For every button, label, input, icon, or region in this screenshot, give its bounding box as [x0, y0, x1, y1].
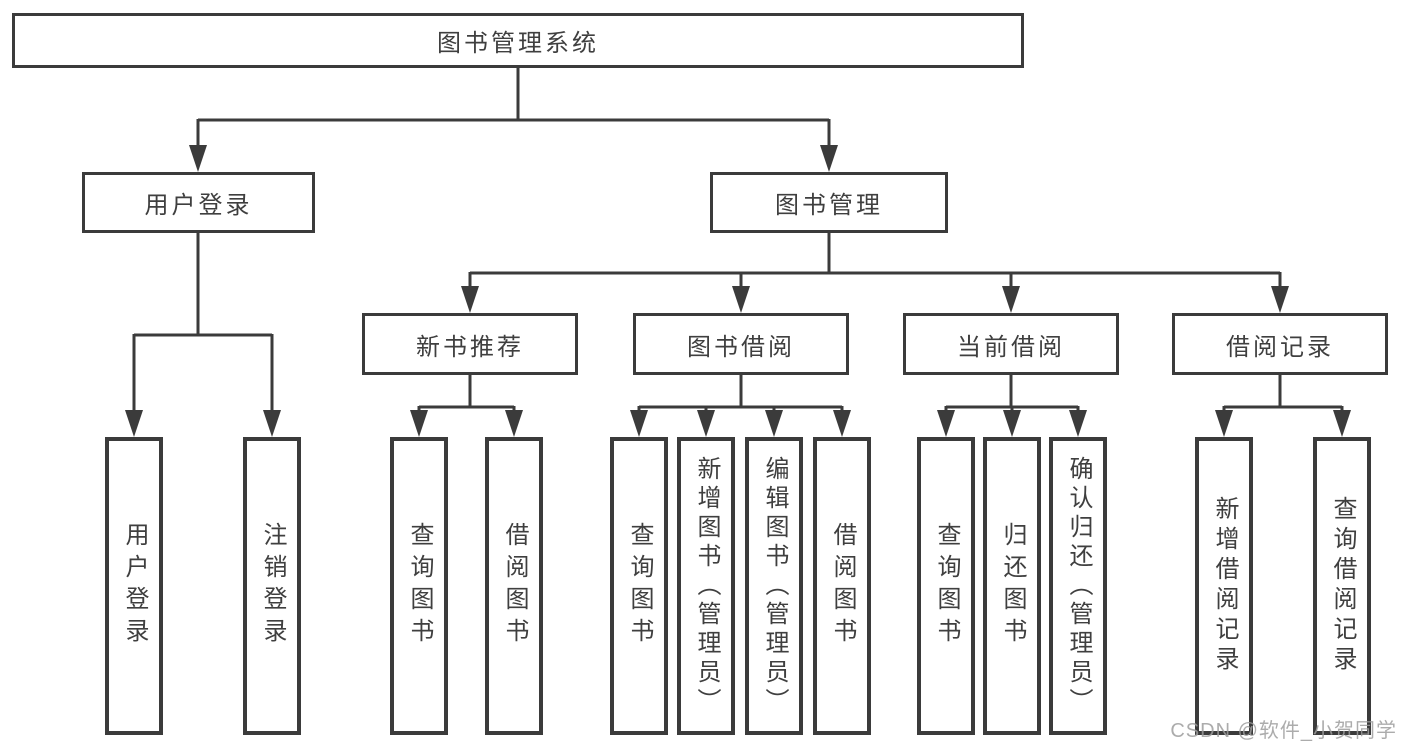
node-root-label: 图书管理系统 [437, 30, 599, 57]
node-borrow-records-label: 借阅记录 [1226, 333, 1334, 361]
leaf-add-borrow-record: 新增借阅记录 [1195, 437, 1253, 735]
node-user-login: 用户登录 [82, 172, 315, 233]
node-book-management: 图书管理 [710, 172, 948, 233]
leaf-edit-book-admin: 编辑图书（管理员） [745, 437, 803, 735]
node-book-borrow: 图书借阅 [633, 313, 849, 375]
leaf-add-borrow-record-label: 新增借阅记录 [1211, 496, 1238, 676]
leaf-query-books-3-label: 查询图书 [933, 522, 960, 650]
leaf-user-login-label: 用户登录 [121, 522, 148, 650]
leaf-logout: 注销登录 [243, 437, 301, 735]
leaf-confirm-return-admin: 确认归还（管理员） [1049, 437, 1107, 735]
leaf-return-book: 归还图书 [983, 437, 1041, 735]
leaf-add-book-admin-label: 新增图书（管理员） [693, 455, 720, 717]
leaf-query-books-3: 查询图书 [917, 437, 975, 735]
node-user-login-label: 用户登录 [144, 192, 253, 219]
leaf-query-books-1: 查询图书 [390, 437, 448, 735]
leaf-query-books-2: 查询图书 [610, 437, 668, 735]
node-current-borrow: 当前借阅 [903, 313, 1119, 375]
node-new-book-recommend: 新书推荐 [362, 313, 578, 375]
leaf-borrow-books-2-label: 借阅图书 [829, 522, 856, 650]
leaf-query-borrow-record: 查询借阅记录 [1313, 437, 1371, 735]
leaf-borrow-books-1-label: 借阅图书 [501, 522, 528, 650]
node-borrow-records: 借阅记录 [1172, 313, 1388, 375]
leaf-logout-label: 注销登录 [259, 522, 286, 650]
leaf-query-borrow-record-label: 查询借阅记录 [1329, 496, 1356, 676]
node-book-borrow-label: 图书借阅 [687, 333, 795, 361]
leaf-confirm-return-admin-label: 确认归还（管理员） [1065, 455, 1092, 717]
node-root: 图书管理系统 [12, 13, 1024, 68]
node-new-book-recommend-label: 新书推荐 [416, 333, 524, 361]
leaf-borrow-books-2: 借阅图书 [813, 437, 871, 735]
leaf-borrow-books-1: 借阅图书 [485, 437, 543, 735]
leaf-query-books-2-label: 查询图书 [626, 522, 653, 650]
leaf-query-books-1-label: 查询图书 [406, 522, 433, 650]
leaf-user-login: 用户登录 [105, 437, 163, 735]
leaf-edit-book-admin-label: 编辑图书（管理员） [761, 455, 788, 717]
arrowhead-icons [125, 145, 1351, 437]
node-current-borrow-label: 当前借阅 [957, 333, 1065, 361]
leaf-add-book-admin: 新增图书（管理员） [677, 437, 735, 735]
node-book-management-label: 图书管理 [775, 192, 883, 219]
leaf-return-book-label: 归还图书 [999, 522, 1026, 650]
